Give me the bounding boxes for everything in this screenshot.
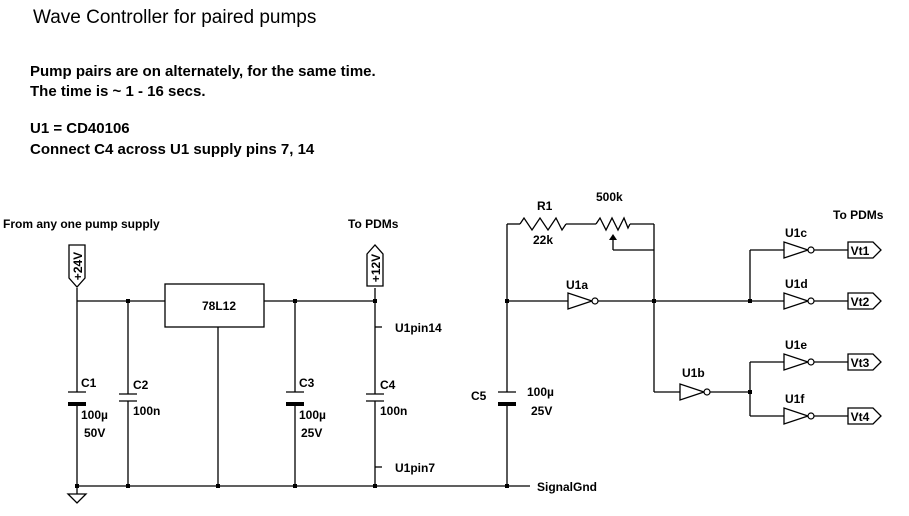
vt1-label: Vt1 <box>851 244 870 258</box>
supply-source-label: From any one pump supply <box>3 217 160 231</box>
output-vt1: Vt1 <box>847 241 882 259</box>
resistor-r1 <box>519 216 567 232</box>
output-vt3: Vt3 <box>847 353 882 371</box>
c5-voltage: 25V <box>531 404 552 418</box>
pot-value: 500k <box>596 190 623 204</box>
u1pin14-label: U1pin14 <box>395 321 442 335</box>
c4-ref: C4 <box>380 378 396 392</box>
output-vt4: Vt4 <box>847 407 882 425</box>
junction-dots <box>75 299 752 488</box>
r1-ref: R1 <box>537 199 553 213</box>
r1-value: 22k <box>533 233 553 247</box>
u1e-label: U1e <box>785 338 807 352</box>
u1pin7-label: U1pin7 <box>395 461 435 475</box>
inverter-u1a <box>567 292 599 310</box>
u1d-label: U1d <box>785 277 808 291</box>
output-vt2: Vt2 <box>847 292 882 310</box>
v12-label: +12V <box>369 254 383 282</box>
c2-value: 100n <box>133 404 160 418</box>
capacitor-c4 <box>366 393 384 402</box>
v24-label: +24V <box>71 252 85 280</box>
capacitor-c1 <box>68 391 86 406</box>
signal-gnd-label: SignalGnd <box>537 480 597 494</box>
u1c-label: U1c <box>785 226 807 240</box>
inverter-u1d <box>783 292 815 310</box>
plus-24v-flag: +24V <box>68 244 86 288</box>
c1-voltage: 50V <box>84 426 105 440</box>
u1f-label: U1f <box>785 392 805 406</box>
vt2-label: Vt2 <box>851 295 870 309</box>
vt3-label: Vt3 <box>851 356 870 370</box>
regulator-78l12: 78L12 <box>164 283 265 328</box>
note-line-3: U1 = CD40106 <box>30 120 130 137</box>
c3-ref: C3 <box>299 376 315 390</box>
vt4-label: Vt4 <box>851 410 870 424</box>
potentiometer-500k <box>595 216 631 240</box>
inverter-u1b <box>679 383 711 401</box>
inverter-u1f <box>783 407 815 425</box>
capacitor-c5 <box>498 391 516 406</box>
wires <box>76 223 848 494</box>
regulator-label: 78L12 <box>202 299 236 313</box>
c3-value: 100µ <box>299 408 326 422</box>
capacitor-c3 <box>286 391 304 406</box>
c1-value: 100µ <box>81 408 108 422</box>
u1b-label: U1b <box>682 366 705 380</box>
page-title: Wave Controller for paired pumps <box>33 7 317 28</box>
note-line-1: Pump pairs are on alternately, for the s… <box>30 63 376 80</box>
c1-ref: C1 <box>81 376 97 390</box>
note-line-2: The time is ~ 1 - 16 secs. <box>30 83 206 100</box>
c5-ref: C5 <box>471 389 487 403</box>
inverter-u1c <box>783 241 815 259</box>
plus-12v-flag: +12V <box>366 244 384 287</box>
c4-value: 100n <box>380 404 407 418</box>
ground-symbol <box>66 493 88 504</box>
c5-value: 100µ <box>527 385 554 399</box>
u1a-label: U1a <box>566 278 588 292</box>
to-pdms-right-label: To PDMs <box>833 208 884 222</box>
capacitor-c2 <box>119 393 137 402</box>
c2-ref: C2 <box>133 378 149 392</box>
c3-voltage: 25V <box>301 426 322 440</box>
note-line-4: Connect C4 across U1 supply pins 7, 14 <box>30 141 315 158</box>
inverter-u1e <box>783 353 815 371</box>
to-pdms-left-label: To PDMs <box>348 217 399 231</box>
